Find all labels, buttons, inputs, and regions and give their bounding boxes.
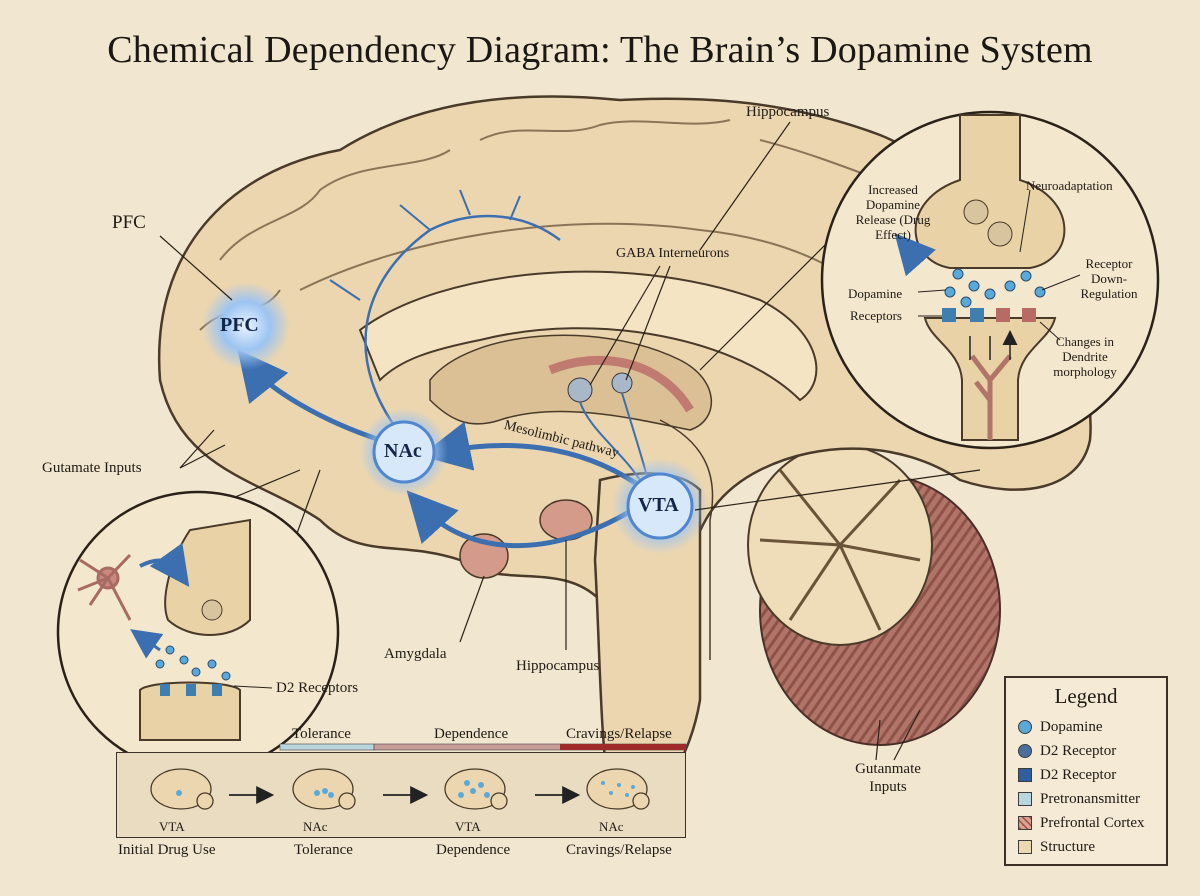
stage-inner-vta-2: VTA	[455, 819, 481, 834]
caption-initial: Initial Drug Use	[118, 842, 216, 858]
increased-release-label: Increased Dopamine Release (Drug Effect)	[855, 182, 931, 242]
structure-swatch	[1018, 840, 1032, 854]
d2-receptors-label: D2 Receptors	[276, 680, 359, 696]
cerebellum	[747, 444, 1001, 746]
caption-tolerance: Tolerance	[294, 842, 353, 858]
neuron-inset	[56, 490, 340, 774]
legend-item-d2-receptor-square: D2 Receptor	[1006, 763, 1166, 787]
stage-mini-brains	[150, 768, 650, 810]
legend-item-d2-receptor-circle: D2 Receptor	[1006, 739, 1166, 763]
relapse-bar	[560, 744, 686, 750]
legend-label: Prefrontal Cortex	[1040, 814, 1145, 831]
prefrontal-swatch	[1018, 816, 1032, 830]
receptor-down-label: Receptor Down- Regulation	[1080, 256, 1138, 301]
caption-relapse: Cravings/Relapse	[566, 842, 672, 858]
pretransmitter-swatch	[1018, 792, 1032, 806]
legend-label: D2 Receptor	[1040, 766, 1117, 783]
hippocampus-bottom-label: Hippocampus	[516, 658, 600, 674]
hippocampus-top-label: Hippocampus	[746, 104, 830, 120]
vta-node-label: VTA	[638, 494, 679, 516]
legend-item-structure: Structure	[1006, 835, 1166, 859]
tolerance-bar	[279, 743, 375, 751]
d2-receptor-square-swatch	[1018, 768, 1032, 782]
vta-node	[626, 472, 694, 540]
neuroadaptation-label: Neuroadaptation	[1026, 178, 1113, 193]
nac-node	[372, 420, 436, 484]
diagram-title: Chemical Dependency Diagram: The Brain’s…	[107, 29, 1093, 71]
stage-progression-panel: VTA NAc VTA NAc	[116, 752, 686, 838]
legend-item-pretransmitter: Pretronansmitter	[1006, 787, 1166, 811]
legend-label: Structure	[1040, 838, 1095, 855]
nac-node-label: NAc	[384, 440, 422, 462]
limbic-arrow	[548, 355, 694, 413]
dopamine-swatch	[1018, 720, 1032, 734]
legend-label: Pretronansmitter	[1040, 790, 1140, 807]
stage-bar-relapse: Cravings/Relapse	[566, 726, 672, 742]
stage-bar-dependence: Dependence	[434, 726, 509, 742]
dopamine-pathways	[237, 189, 650, 549]
dopamine-synapse-label: Dopamine	[848, 286, 903, 301]
legend-label: Dopamine	[1040, 718, 1103, 735]
legend-item-dopamine: Dopamine	[1006, 715, 1166, 739]
gaba-label: GABA Interneurons	[616, 246, 730, 261]
amygdala-label: Amygdala	[384, 646, 447, 662]
pfc-glow	[202, 282, 290, 370]
legend: Legend Dopamine D2 Receptor D2 Receptor …	[1004, 676, 1168, 866]
stage-inner-vta-1: VTA	[159, 819, 185, 834]
receptors-synapse-label: Receptors	[850, 308, 902, 323]
stage-inner-nac-2: NAc	[599, 819, 624, 834]
dendrite-changes-label: Changes in Dendrite morphology	[1053, 334, 1117, 379]
corpus-callosum	[358, 270, 818, 402]
legend-label: D2 Receptor	[1040, 742, 1117, 759]
pfc-node-label: PFC	[220, 314, 259, 336]
legend-title: Legend	[1054, 684, 1118, 708]
stage-bar-tolerance: Tolerance	[292, 726, 351, 742]
caption-dependence: Dependence	[436, 842, 511, 858]
synapse-inset	[820, 110, 1160, 450]
stage-inner-nac-1: NAc	[303, 819, 328, 834]
pfc-label: PFC	[112, 212, 146, 233]
d2-receptor-circle-swatch	[1018, 744, 1032, 758]
glutamate-inputs-label: Gutamate Inputs	[42, 460, 142, 476]
legend-item-prefrontal: Prefrontal Cortex	[1006, 811, 1166, 835]
gutanmate-inputs-label: Gutanmate Inputs	[855, 761, 921, 795]
